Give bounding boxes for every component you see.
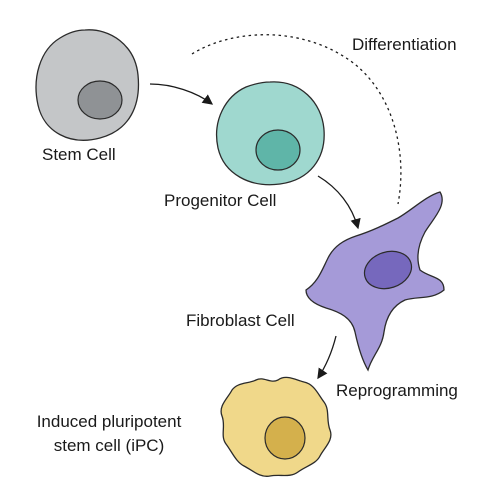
differentiation-label: Differentiation: [352, 35, 457, 54]
stem-cell: [35, 29, 140, 141]
fibroblast-cell: [305, 191, 445, 372]
ipc-cell: [220, 376, 332, 477]
progenitor-cell-label: Progenitor Cell: [164, 191, 277, 210]
ipc-label-line1: Induced pluripotent: [36, 412, 182, 431]
ipc-cell-label: Induced pluripotent stem cell (iPC): [14, 410, 204, 458]
arrow-fibroblast-to-ipc: [317, 335, 337, 380]
fibroblast-cell-label: Fibroblast Cell: [186, 311, 295, 330]
reprogramming-label: Reprogramming: [336, 381, 458, 400]
ipc-cell-nucleus: [264, 416, 306, 460]
ipc-label-line2: stem cell (iPC): [53, 436, 165, 455]
arrow-progenitor-to-fibroblast: [317, 175, 361, 230]
progenitor-cell-nucleus: [255, 129, 301, 171]
stem-cell-nucleus: [77, 80, 123, 120]
progenitor-cell: [216, 81, 325, 186]
differentiation-dashed-arc: [191, 34, 402, 205]
stem-cell-label: Stem Cell: [42, 145, 116, 164]
fibroblast-cell-nucleus: [363, 250, 413, 290]
arrow-stem-to-progenitor: [149, 83, 214, 105]
